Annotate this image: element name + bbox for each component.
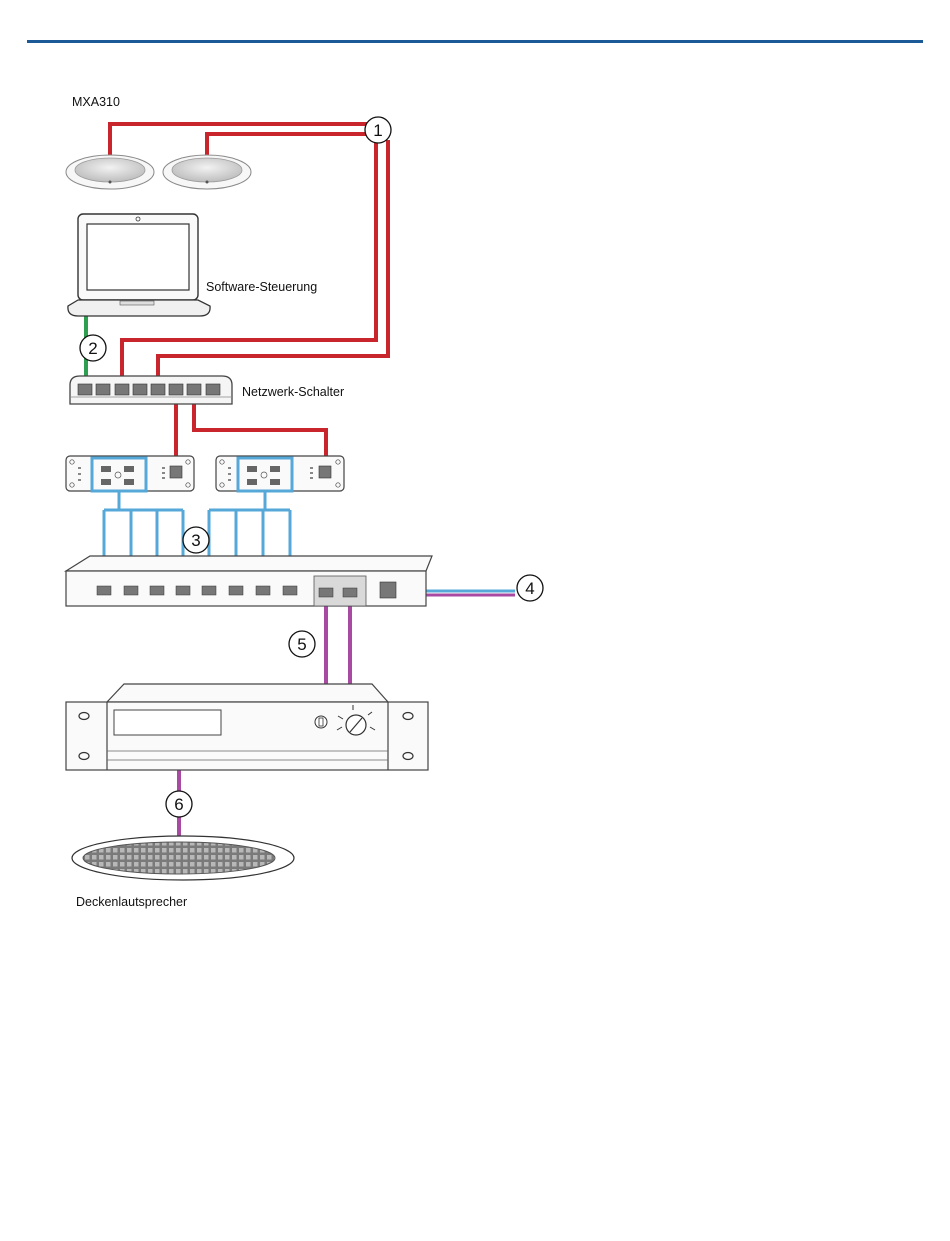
- switch-label: Netzwerk-Schalter: [242, 385, 344, 399]
- mic1-cable: [110, 124, 370, 156]
- callout-3: 3: [183, 527, 209, 553]
- callout-number: 6: [174, 795, 183, 814]
- callout-5: 5: [289, 631, 315, 657]
- network-interface-icon: [216, 456, 344, 491]
- callout-number: 1: [373, 121, 382, 140]
- laptop-label: Software-Steuerung: [206, 280, 317, 294]
- callout-number: 2: [88, 339, 97, 358]
- callout-number: 5: [297, 635, 306, 654]
- callout-number: 3: [191, 531, 200, 550]
- callout-6: 6: [166, 791, 192, 817]
- callout-1: 1: [365, 117, 391, 143]
- speaker-label: Deckenlautsprecher: [76, 895, 187, 909]
- network-switch-icon: [70, 376, 232, 404]
- amplifier-icon: [66, 684, 428, 770]
- header-rule: [27, 40, 923, 43]
- audio-processor-icon: [66, 556, 432, 606]
- mic2-cable: [207, 134, 370, 156]
- callout-number: 4: [525, 579, 534, 598]
- callout-4: 4: [517, 575, 543, 601]
- network-interface-icon: [66, 456, 194, 491]
- ceiling-microphone-icon: [163, 155, 251, 189]
- callout-2: 2: [80, 335, 106, 361]
- ceiling-microphone-icon: [66, 155, 154, 189]
- ceiling-speaker-icon: [72, 836, 294, 880]
- mic-label: MXA310: [72, 95, 120, 109]
- laptop-icon: [68, 214, 210, 316]
